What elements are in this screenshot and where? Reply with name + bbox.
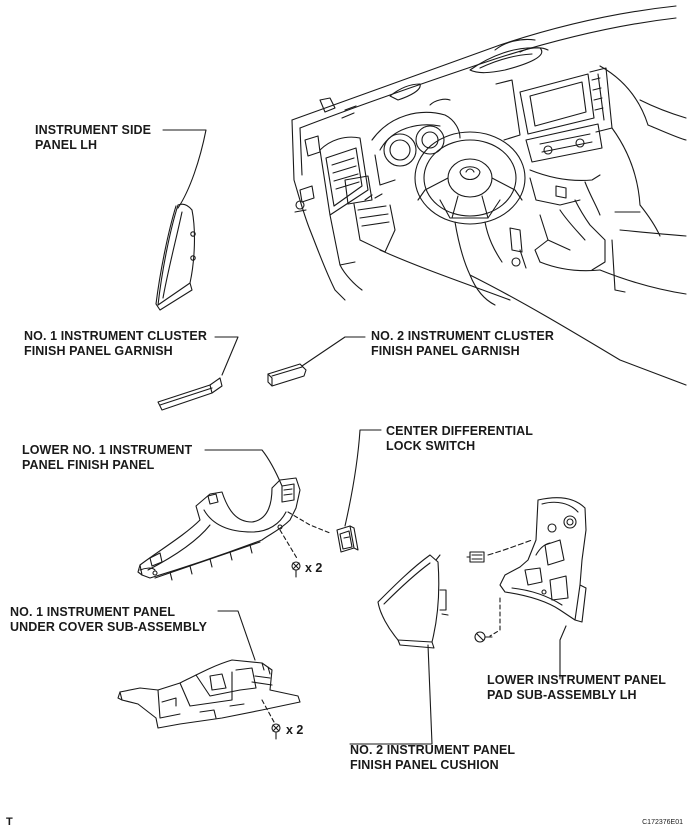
no2-instrument-panel-finish-panel-cushion (378, 555, 448, 648)
pad-dash-lower (490, 598, 500, 636)
label-line: NO. 1 INSTRUMENT PANEL (10, 605, 176, 619)
label-no1-under-cover: NO. 1 INSTRUMENT PANEL UNDER COVER SUB-A… (10, 605, 207, 635)
leader-cushion (350, 645, 432, 744)
label-no2-cluster-garnish: NO. 2 INSTRUMENT CLUSTER FINISH PANEL GA… (371, 329, 554, 359)
label-no2-finish-cushion: NO. 2 INSTRUMENT PANEL FINISH PANEL CUSH… (350, 743, 515, 773)
quantity-finish-panel-screws: x 2 (305, 561, 323, 575)
dashboard-illustration (292, 6, 686, 385)
footer-mark: T (6, 816, 13, 828)
screw-2 (272, 724, 280, 739)
pad-dash-upper (488, 540, 532, 555)
label-line: NO. 2 INSTRUMENT PANEL (350, 743, 516, 757)
leader-under-cover (218, 611, 255, 660)
label-line: FINISH PANEL GARNISH (24, 344, 173, 358)
leader-lower-finish-panel (205, 450, 282, 486)
label-line: FINISH PANEL GARNISH (371, 344, 520, 358)
lower-instrument-panel-pad-lh (500, 498, 586, 622)
label-lower-pad-lh: LOWER INSTRUMENT PANEL PAD SUB-ASSEMBLY … (487, 673, 666, 703)
pad-clip-upper (467, 552, 484, 562)
label-line: UNDER COVER SUB-ASSEMBLY (10, 620, 208, 634)
pad-clip-lower (475, 632, 492, 642)
label-line: LOWER INSTRUMENT PANEL (487, 673, 667, 687)
label-line: PANEL FINISH PANEL (22, 458, 155, 472)
no1-cluster-finish-panel-garnish (158, 378, 222, 410)
figure-code: C172376E01 (642, 819, 683, 826)
leader-center-diff (345, 430, 381, 526)
leader-pad (560, 626, 566, 679)
lower-no1-instrument-panel-finish-panel (138, 478, 300, 580)
leader-side-panel (163, 130, 206, 208)
label-line: INSTRUMENT SIDE (35, 123, 152, 137)
quantity-under-cover-screws: x 2 (286, 723, 304, 737)
label-line: NO. 2 INSTRUMENT CLUSTER (371, 329, 554, 343)
leader-no2-garnish (302, 337, 365, 366)
label-no1-cluster-garnish: NO. 1 INSTRUMENT CLUSTER FINISH PANEL GA… (24, 329, 207, 359)
screw-dash-line-2 (262, 700, 274, 722)
switch-dash-line (288, 512, 330, 533)
leader-no1-garnish (215, 337, 238, 375)
screw-1 (292, 562, 300, 577)
label-line: NO. 1 INSTRUMENT CLUSTER (24, 329, 207, 343)
center-differential-lock-switch (337, 526, 358, 552)
label-line: FINISH PANEL CUSHION (350, 758, 499, 772)
label-center-diff-switch: CENTER DIFFERENTIAL LOCK SWITCH (386, 424, 533, 454)
label-line: PANEL LH (35, 138, 98, 152)
instrument-side-panel-lh (156, 204, 195, 310)
no1-instrument-panel-under-cover (118, 660, 300, 728)
screw-dash-line-1 (280, 530, 298, 560)
label-instrument-side-panel: INSTRUMENT SIDE PANEL LH (35, 123, 151, 153)
no2-cluster-finish-panel-garnish (268, 364, 306, 386)
label-lower-no1-finish-panel: LOWER NO. 1 INSTRUMENT PANEL FINISH PANE… (22, 443, 192, 473)
label-line: LOCK SWITCH (386, 439, 476, 453)
label-line: LOWER NO. 1 INSTRUMENT (22, 443, 193, 457)
label-line: PAD SUB-ASSEMBLY LH (487, 688, 637, 702)
label-line: CENTER DIFFERENTIAL (386, 424, 534, 438)
